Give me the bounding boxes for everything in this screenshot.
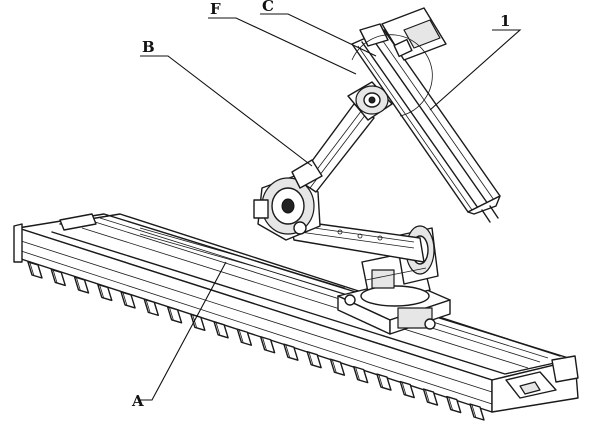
support-foot-detail [425, 389, 430, 404]
support-foot-detail [262, 337, 268, 351]
label-c: C [262, 0, 274, 15]
label-f: F [210, 0, 221, 18]
support-foot-detail [192, 315, 198, 329]
label-1: 1 [500, 12, 510, 30]
support-foot [259, 336, 276, 354]
label-b: B [142, 38, 155, 56]
support-foot-detail [29, 262, 35, 277]
support-foot [469, 403, 485, 421]
support-foot-detail [76, 277, 81, 292]
support-foot [236, 328, 253, 346]
support-foot [143, 298, 160, 317]
leader-lines [138, 13, 522, 401]
robot-elbow-joint [253, 173, 321, 241]
support-foot [399, 380, 415, 399]
support-foot [306, 350, 322, 369]
support-foot-detail [471, 404, 477, 419]
support-foot-detail [238, 330, 244, 344]
linear-rail-base [13, 213, 579, 413]
support-foot-detail [169, 307, 174, 321]
support-foot [120, 291, 136, 309]
robot-base [360, 225, 439, 307]
rail-support-feet [27, 261, 485, 421]
support-foot-detail [215, 322, 221, 336]
support-foot [352, 365, 369, 384]
support-foot-detail [378, 374, 384, 389]
support-foot-detail [285, 345, 291, 359]
support-foot [73, 276, 90, 294]
support-foot-detail [355, 367, 361, 381]
label-a: A [131, 392, 144, 410]
support-foot [166, 306, 183, 324]
support-foot-detail [448, 397, 454, 411]
support-foot-detail [332, 360, 337, 374]
support-foot-detail [99, 285, 105, 299]
support-foot [422, 388, 439, 406]
support-foot [50, 268, 66, 287]
support-foot-detail [122, 292, 128, 307]
support-foot-detail [308, 352, 314, 366]
support-foot-detail [145, 300, 151, 314]
support-foot [446, 395, 462, 414]
robot-lower-arm [289, 219, 425, 263]
support-foot [283, 343, 299, 361]
support-foot [213, 321, 229, 339]
support-foot [376, 373, 392, 391]
robot-wrist [347, 81, 393, 121]
support-foot-detail [52, 270, 58, 284]
robot-upper-arm [291, 103, 375, 193]
detail-circle-c [351, 34, 433, 117]
support-foot [97, 283, 113, 302]
support-foot [27, 261, 43, 279]
support-foot-detail [401, 382, 407, 396]
support-foot [329, 358, 346, 376]
